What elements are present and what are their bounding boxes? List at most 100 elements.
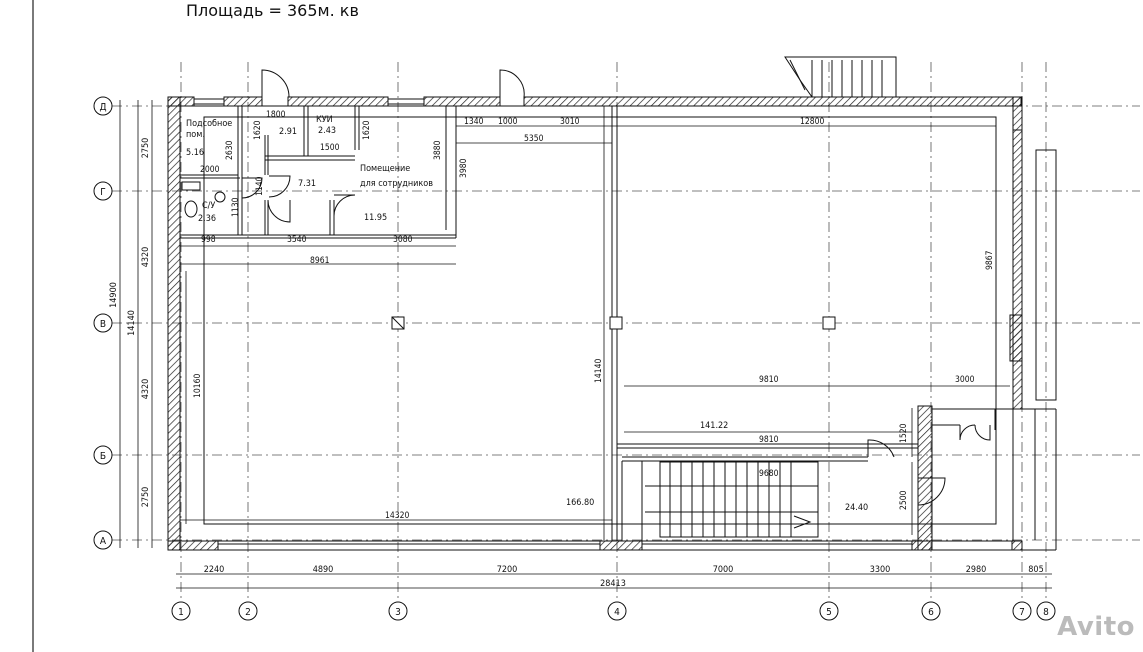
dim-inner: 1620 (362, 120, 372, 140)
axis-label: 1 (178, 607, 184, 618)
dim-inner: 1520 (899, 423, 909, 443)
dim-bottom: 2980 (966, 565, 987, 575)
dim-inner: 3010 (560, 117, 580, 127)
room-area: 24.40 (845, 503, 868, 513)
dim-bottom: 4890 (313, 565, 334, 575)
dim-inner: 2000 (200, 165, 220, 175)
dim-inner: 3980 (459, 158, 469, 178)
dim-inner: 998 (201, 235, 216, 245)
dim-inner: 1340 (464, 117, 484, 127)
room-area: 2.36 (198, 214, 216, 224)
inner-dimensions: 1800 1620 1500 1620 2630 2000 1140 1130 … (193, 110, 995, 521)
axis-marker-g (93, 181, 113, 201)
axis-marker-6 (921, 601, 941, 621)
bottom-dimensions: 2240 4890 7200 7000 3300 2980 805 28413 (204, 565, 1044, 589)
axis-marker-7 (1012, 601, 1032, 621)
axis-label: Д (99, 102, 106, 113)
structural-columns (391, 316, 836, 330)
axis-label: Г (100, 187, 106, 198)
doors (241, 69, 991, 506)
toilet-fixtures (181, 181, 226, 218)
axis-marker-2 (238, 601, 258, 621)
axis-marker-v (93, 313, 113, 333)
dim-left: 4320 (141, 247, 151, 268)
room-area: 7.31 (298, 179, 316, 189)
watermark: Avito (1057, 612, 1135, 642)
axis-marker-d (93, 96, 113, 116)
dim-inner: 10160 (193, 374, 203, 398)
axis-label: 2 (245, 607, 251, 618)
room-name: С/У (202, 201, 215, 211)
dim-left-total: 14900 (109, 282, 119, 308)
dimension-lines (119, 100, 1052, 589)
dim-left: 2750 (141, 138, 151, 159)
dim-inner: 1620 (253, 120, 263, 140)
room-area: 2.43 (318, 126, 336, 136)
dim-inner: 1000 (498, 117, 518, 127)
dim-inner: 1130 (231, 197, 241, 217)
axis-marker-5 (819, 601, 839, 621)
internal-stairs (645, 461, 819, 538)
dim-inner: 1800 (266, 110, 286, 120)
dim-left: 14140 (127, 310, 137, 336)
axis-label: 7 (1019, 607, 1025, 618)
axis-marker-4 (607, 601, 627, 621)
dim-bottom: 7000 (713, 565, 734, 575)
room-name: Подсобное (186, 118, 232, 129)
axis-marker-1 (171, 601, 191, 621)
axis-label: А (100, 536, 107, 547)
dim-inner: 1500 (320, 143, 340, 153)
axis-markers (93, 96, 1056, 621)
dim-inner: 9810 (759, 435, 779, 445)
room-name: КУИ (316, 115, 333, 125)
external-stairs (784, 56, 897, 98)
dim-inner: 2500 (899, 490, 909, 510)
dim-bottom: 7200 (497, 565, 518, 575)
page-title: Площадь = 365м. кв (186, 1, 359, 20)
room-area: 2.91 (279, 127, 297, 137)
dim-bottom: 2240 (204, 565, 225, 575)
dim-left: 4320 (141, 379, 151, 400)
dim-inner: 14320 (385, 511, 409, 521)
left-dimensions: 2750 4320 4320 2750 14140 14900 (109, 138, 151, 508)
dim-inner: 14140 (594, 359, 604, 383)
room-name: для сотрудников (360, 179, 433, 189)
axis-marker-b (93, 445, 113, 465)
axis-label: 3 (395, 607, 401, 618)
dim-bottom-total: 28413 (600, 579, 626, 589)
dim-inner: 9680 (759, 469, 779, 479)
dim-inner: 8961 (310, 256, 330, 266)
room-name: Помещение (360, 164, 410, 174)
dim-inner: 3880 (433, 140, 443, 160)
room-name: пом. (186, 130, 205, 140)
axis-marker-a (93, 530, 113, 550)
dim-bottom: 3300 (870, 565, 891, 575)
room-area: 166.80 (566, 498, 594, 508)
dim-left: 2750 (141, 487, 151, 508)
dim-inner: 9867 (985, 250, 995, 270)
dim-bottom: 805 (1028, 565, 1043, 575)
dim-inner: 12800 (800, 117, 824, 127)
dim-inner: 3000 (955, 375, 975, 385)
axis-label: В (100, 319, 106, 330)
axis-marker-8 (1036, 601, 1056, 621)
axis-label: 4 (614, 607, 620, 618)
dim-inner: 3080 (393, 235, 413, 245)
axis-label: 6 (928, 607, 934, 618)
axis-grid (112, 62, 1140, 600)
outer-walls (167, 96, 1023, 551)
axis-label: 8 (1043, 607, 1049, 618)
axis-marker-3 (388, 601, 408, 621)
windows (194, 98, 1057, 401)
dim-inner: 2630 (225, 140, 235, 160)
room-area: 5.16 (186, 148, 204, 158)
axis-label: 5 (826, 607, 832, 618)
axis-label: Б (100, 451, 106, 462)
axis-labels: Д Г В Б А 1 2 3 4 5 6 7 8 (99, 102, 1049, 618)
room-area: 11.95 (364, 213, 387, 223)
dim-inner: 9810 (759, 375, 779, 385)
room-labels: Подсобное пом. 5.16 КУИ 2.43 2.91 7.31 П… (186, 115, 868, 513)
dim-inner: 5350 (524, 134, 544, 144)
room-area: 141.22 (700, 421, 728, 431)
